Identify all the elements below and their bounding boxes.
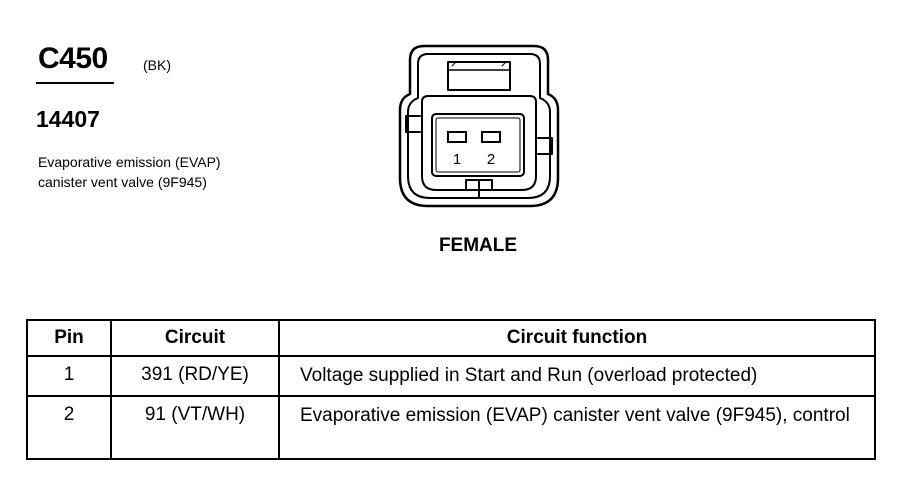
pinout-table: Pin Circuit Circuit function 1 391 (RD/Y… bbox=[26, 319, 876, 460]
cell-circuit: 391 (RD/YE) bbox=[110, 355, 280, 397]
pin-terminal-2 bbox=[481, 131, 501, 143]
cell-pin: 1 bbox=[26, 355, 112, 397]
locking-latch bbox=[447, 61, 511, 91]
description-line: canister vent valve (9F945) bbox=[38, 174, 207, 190]
view-label: FEMALE bbox=[438, 235, 518, 256]
connector-description: Evaporative emission (EVAP) canister ven… bbox=[38, 152, 221, 192]
header-circuit: Circuit bbox=[110, 319, 280, 357]
cell-circuit-function: Voltage supplied in Start and Run (overl… bbox=[278, 355, 876, 397]
description-line: Evaporative emission (EVAP) bbox=[38, 154, 221, 170]
header-circuit-function: Circuit function bbox=[278, 319, 876, 357]
terminal-cavity bbox=[431, 113, 525, 177]
side-tab-right bbox=[537, 137, 553, 155]
side-tab-left bbox=[405, 115, 421, 133]
table-header-row: Pin Circuit Circuit function bbox=[26, 319, 876, 357]
table-row: 1 391 (RD/YE) Voltage supplied in Start … bbox=[26, 355, 876, 397]
cell-pin: 2 bbox=[26, 395, 112, 460]
connector-face-drawing: 1 2 bbox=[398, 44, 560, 208]
header-pin: Pin bbox=[26, 319, 112, 357]
pin-number-1: 1 bbox=[453, 151, 461, 168]
housing-outer-outline bbox=[398, 44, 560, 208]
shroud-outline bbox=[421, 95, 537, 191]
connector-id-underline bbox=[36, 82, 114, 84]
part-number: 14407 bbox=[36, 106, 100, 132]
pin-number-2: 2 bbox=[487, 151, 495, 168]
connector-color: (BK) bbox=[143, 57, 171, 73]
table-row: 2 91 (VT/WH) Evaporative emission (EVAP)… bbox=[26, 395, 876, 460]
cell-circuit: 91 (VT/WH) bbox=[110, 395, 280, 460]
cell-circuit-function: Evaporative emission (EVAP) canister ven… bbox=[278, 395, 876, 460]
connector-id: C450 bbox=[38, 42, 108, 75]
pin-terminal-1 bbox=[447, 131, 467, 143]
housing-inner-outline bbox=[407, 53, 551, 199]
